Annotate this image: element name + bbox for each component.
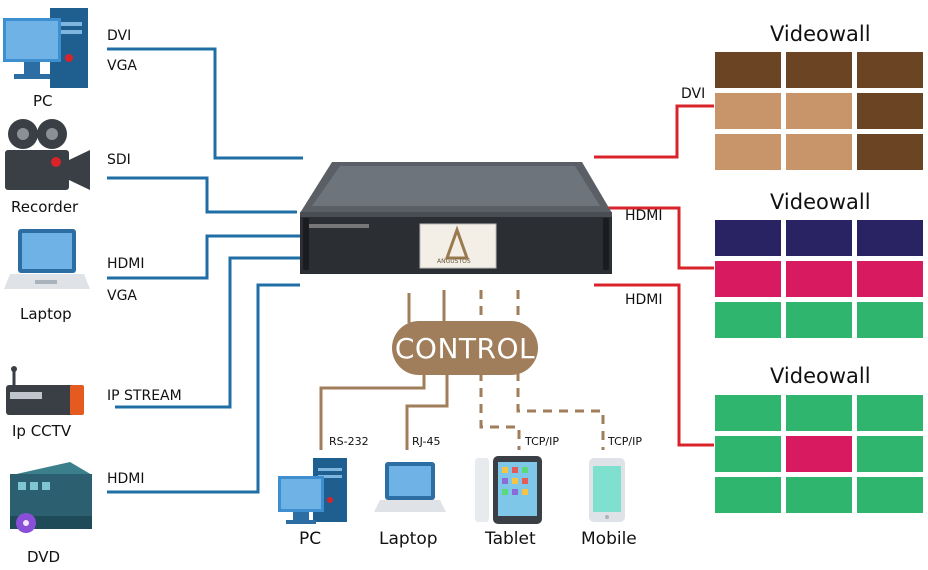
dvd-player-icon xyxy=(10,462,92,533)
client-label-laptop: Laptop xyxy=(379,529,438,549)
videowall-tile xyxy=(786,302,852,338)
input-connections xyxy=(107,47,303,494)
client-label-pc: PC xyxy=(299,529,322,549)
videowall-tile xyxy=(786,220,852,256)
video-processor-device xyxy=(300,162,612,274)
videowall-tile xyxy=(857,395,923,431)
output-label-dvi: DVI xyxy=(681,86,706,102)
protocol-label-rj45: RJ-45 xyxy=(412,435,441,448)
signal-label-ip-stream: IP STREAM xyxy=(107,388,182,404)
videowall-tile xyxy=(715,134,781,170)
videowall-tile xyxy=(715,395,781,431)
videowall-tile xyxy=(857,220,923,256)
input-label-recorder: Recorder xyxy=(11,198,79,216)
videowall-tile xyxy=(786,436,852,472)
protocol-label-tcpip-1: TCP/IP xyxy=(525,435,559,448)
input-line-dvd xyxy=(107,283,300,494)
videowall-tile xyxy=(715,436,781,472)
input-label-ip-cctv: Ip CCTV xyxy=(12,422,72,440)
input-line-pc xyxy=(107,47,303,160)
client-label-mobile: Mobile xyxy=(581,529,637,549)
control-line-rs232 xyxy=(319,372,426,450)
videowall-tile xyxy=(857,436,923,472)
videowall-2 xyxy=(715,220,923,338)
videowall-tile xyxy=(715,302,781,338)
device-logo-icon xyxy=(444,225,470,260)
videowalls xyxy=(715,52,923,513)
videowall-tile xyxy=(857,302,923,338)
control-line-tcp-tablet xyxy=(479,372,521,450)
videowall-tile xyxy=(786,52,852,88)
signal-label-hdmi-1: HDMI xyxy=(107,256,145,272)
control-line-tcp-mobile xyxy=(516,372,605,450)
videowall-tile xyxy=(857,52,923,88)
videowall-tile xyxy=(786,93,852,129)
control-badge: CONTROL xyxy=(392,321,538,375)
input-label-dvd: DVD xyxy=(27,548,61,566)
videowall-1 xyxy=(715,52,923,170)
ip-cctv-icon xyxy=(6,366,84,415)
output-label-hdmi-1: HDMI xyxy=(625,208,663,224)
control-line-rj45 xyxy=(405,372,449,450)
input-line-recorder xyxy=(107,176,297,214)
protocol-label-rs232: RS-232 xyxy=(329,435,369,448)
signal-label-vga-1: VGA xyxy=(107,58,138,74)
laptop-icon xyxy=(4,229,90,289)
pc-icon xyxy=(3,8,88,88)
videowall-3 xyxy=(715,395,923,513)
control-connections xyxy=(319,290,605,450)
output-line-hdmi-1 xyxy=(594,206,714,270)
output-connections xyxy=(594,104,714,447)
output-line-dvi xyxy=(594,104,714,159)
videowall-tile xyxy=(786,477,852,513)
input-label-laptop: Laptop xyxy=(20,305,72,323)
signal-label-hdmi-2: HDMI xyxy=(107,471,145,487)
videowall-tile xyxy=(786,261,852,297)
input-line-laptop xyxy=(107,234,300,280)
signal-label-vga-2: VGA xyxy=(107,288,138,304)
client-label-tablet: Tablet xyxy=(485,529,536,549)
videowall-title-2: Videowall xyxy=(770,190,871,214)
client-pc-icon xyxy=(278,458,347,524)
signal-label-dvi: DVI xyxy=(107,28,132,44)
client-tablet-icon xyxy=(475,456,542,524)
videowall-tile xyxy=(786,395,852,431)
protocol-label-tcpip-2: TCP/IP xyxy=(608,435,642,448)
client-laptop-icon xyxy=(374,462,446,512)
videowall-tile xyxy=(857,477,923,513)
input-label-pc: PC xyxy=(33,92,53,110)
videowall-tile xyxy=(715,477,781,513)
device-brand-label: ANGUSTOS xyxy=(437,258,471,265)
videowall-tile xyxy=(857,261,923,297)
videowall-tile xyxy=(715,220,781,256)
videowall-title-1: Videowall xyxy=(770,22,871,46)
videowall-tile xyxy=(715,52,781,88)
client-mobile-icon xyxy=(589,458,625,522)
output-label-hdmi-2: HDMI xyxy=(625,292,663,308)
videowall-tile xyxy=(715,93,781,129)
signal-label-sdi: SDI xyxy=(107,152,131,168)
input-line-ipcctv xyxy=(115,256,300,409)
recorder-camera-icon xyxy=(5,119,90,190)
videowall-title-3: Videowall xyxy=(770,364,871,388)
output-line-hdmi-2 xyxy=(594,283,714,447)
videowall-tile xyxy=(857,93,923,129)
videowall-tile xyxy=(786,134,852,170)
videowall-tile xyxy=(715,261,781,297)
videowall-tile xyxy=(857,134,923,170)
